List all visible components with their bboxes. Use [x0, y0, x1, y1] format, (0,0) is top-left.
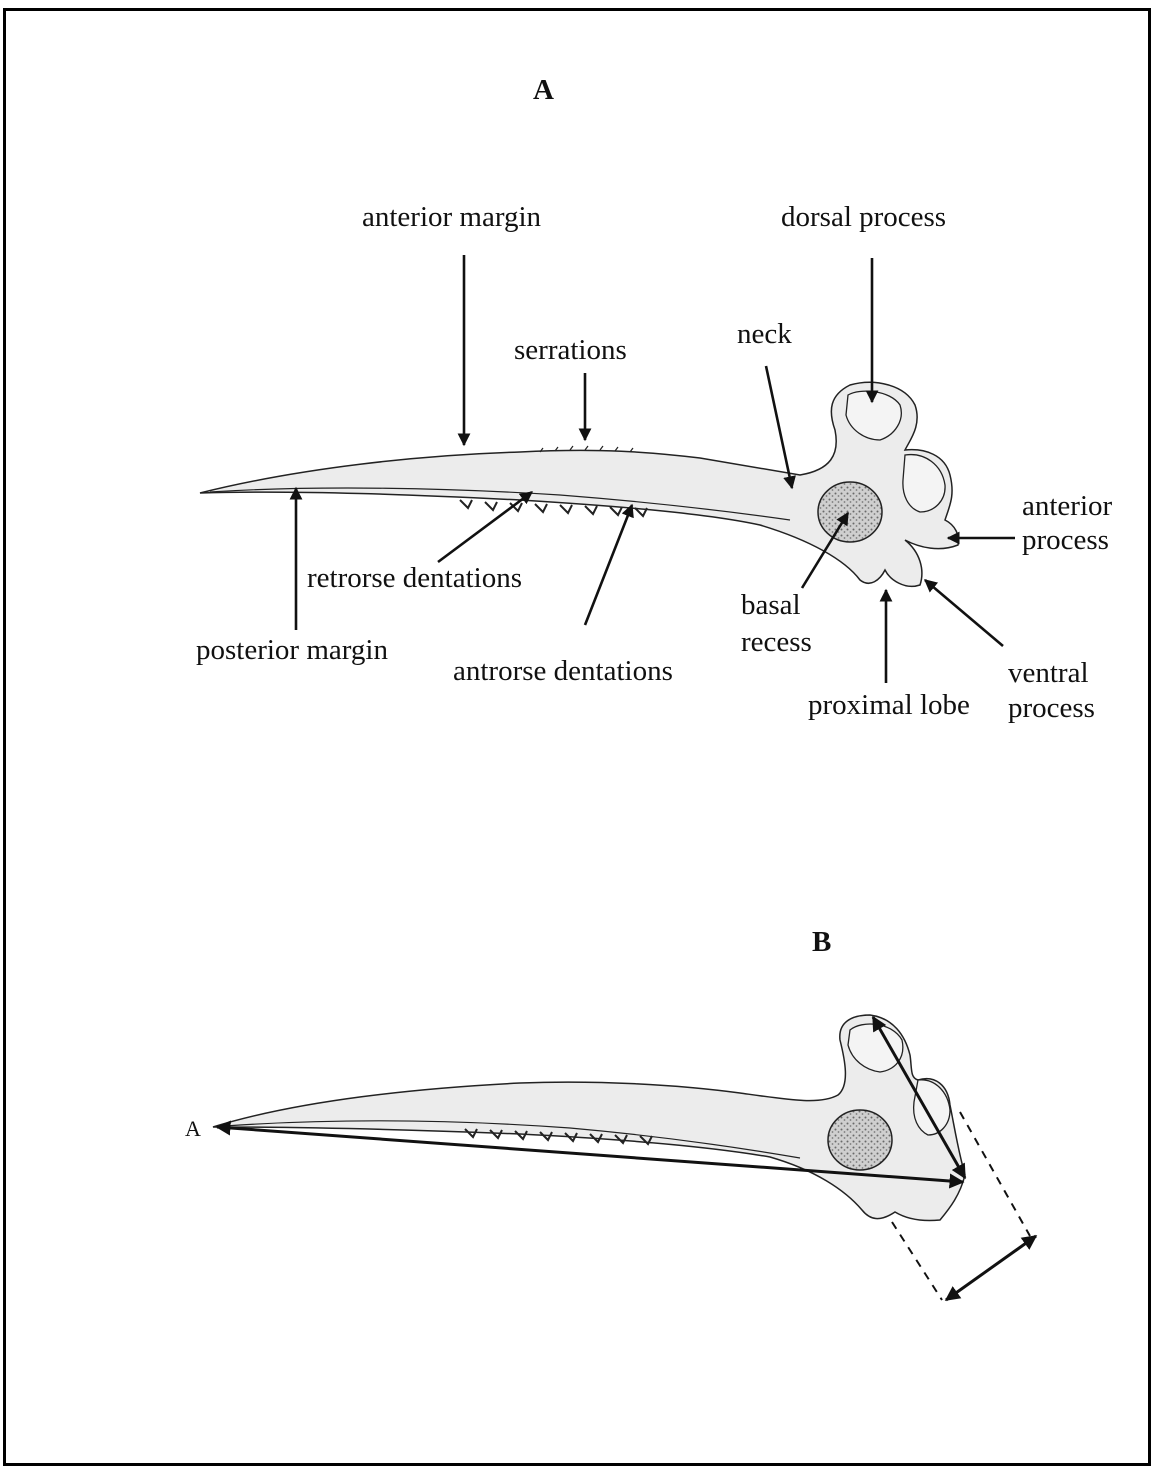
arrow-antrorse-dentations	[585, 505, 632, 625]
label-anterior-process-line1: anterior	[1022, 489, 1112, 524]
label-antrorse-dentations: antrorse dentations	[453, 654, 673, 689]
label-anterior-margin: anterior margin	[362, 200, 541, 235]
label-neck: neck	[737, 317, 792, 352]
spine-a-basal-recess	[818, 482, 882, 542]
panel-label-a: A	[533, 73, 554, 108]
panel-label-b: B	[812, 925, 831, 960]
label-apex-a: A	[185, 1116, 201, 1142]
label-basal-recess-line2: recess	[741, 625, 812, 660]
label-posterior-margin: posterior margin	[196, 633, 388, 668]
label-ventral-process-line1: ventral	[1008, 656, 1089, 691]
label-retrorse-dentations: retrorse dentations	[307, 561, 522, 596]
label-ventral-process-line2: process	[1008, 691, 1095, 726]
label-proximal-lobe: proximal lobe	[808, 688, 970, 723]
spine-b-basal-recess	[828, 1110, 892, 1170]
label-serrations: serrations	[514, 333, 627, 368]
measure-base-width	[946, 1236, 1036, 1300]
arrow-ventral-process	[925, 580, 1003, 646]
label-anterior-process-line2: process	[1022, 523, 1109, 558]
label-dorsal-process: dorsal process	[781, 200, 946, 235]
spine-a	[200, 382, 958, 586]
label-basal-recess-line1: basal	[741, 588, 801, 623]
spine-b	[213, 1015, 965, 1221]
